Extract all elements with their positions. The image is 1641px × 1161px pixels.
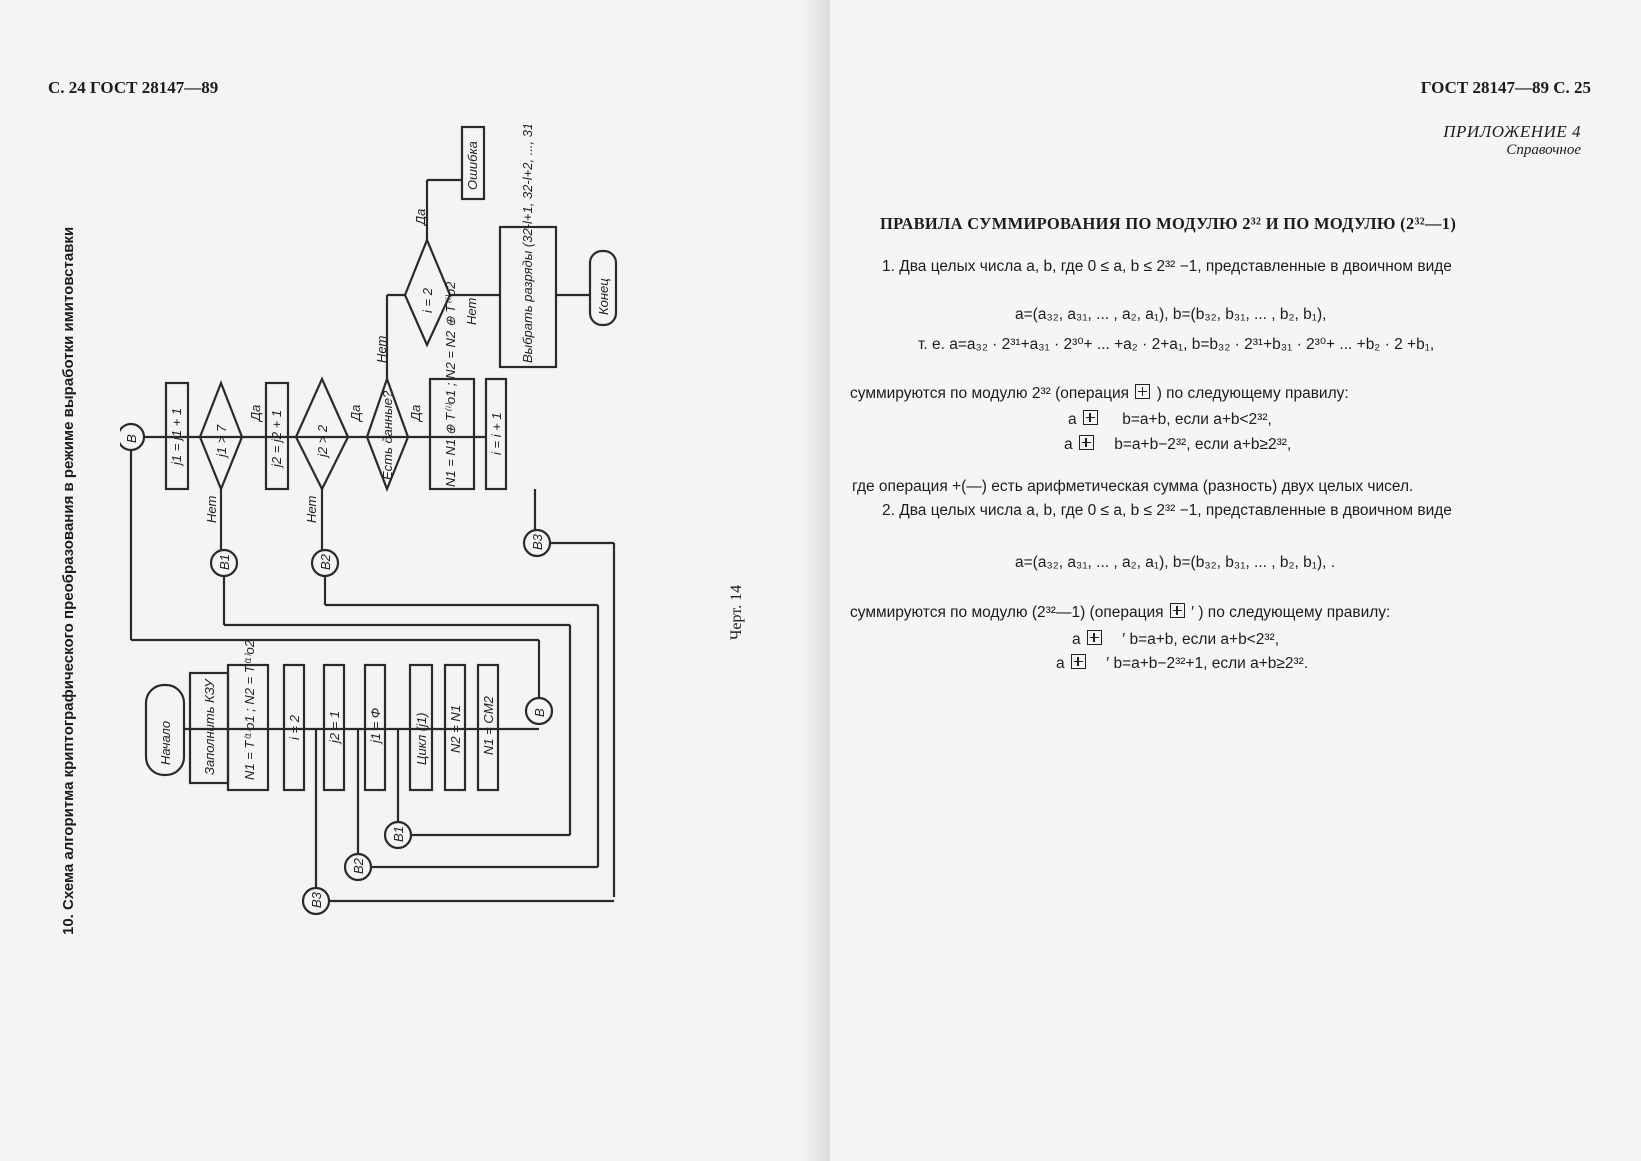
formula-1: a=(a₃₂, a₃₁, ... , a₂, a₁), b=(b₃₂, b₃₁,… <box>1015 306 1327 323</box>
cycle-label: Цикл (j1) <box>414 712 429 765</box>
modular-sum-icon <box>1070 654 1086 669</box>
j1inc-label: j1 = j1 + 1 <box>169 408 184 467</box>
start-label: Начало <box>158 721 173 765</box>
modular-sum-icon <box>1086 630 1102 645</box>
j2gt2-label: j2 > 2 <box>315 424 330 459</box>
left-page: С. 24 ГОСТ 28147—89 10. Схема алгоритма … <box>48 78 745 935</box>
yes-label-4: Да <box>413 209 428 227</box>
no-label-1: Нет <box>204 496 219 523</box>
paragraph-2: суммируются по модулю 2³² (операция ) по… <box>850 384 1349 403</box>
no-label-3: Нет <box>374 336 389 363</box>
j1-0-block <box>363 663 387 792</box>
fill-label: Заполнить КЗУ <box>202 678 217 775</box>
i2-block <box>282 663 306 792</box>
j2-1-block <box>322 663 346 792</box>
formula-3: a=(a₃₂, a₃₁, ... , a₂, a₁), b=(b₃₂, b₃₁,… <box>1015 554 1336 571</box>
data-label: Есть данные? <box>380 390 395 480</box>
paragraph-5-end: ′ ) по следующему правилу: <box>1191 604 1391 621</box>
right-page-header: ГОСТ 28147—89 С. 25 <box>1420 78 1591 97</box>
chart-number: Черт. 14 <box>728 584 745 640</box>
n1cm2-label: N1 = CM2 <box>481 695 496 755</box>
end-label: Конец <box>596 278 611 315</box>
rule-4-a: a <box>1056 655 1065 672</box>
modular-sum-icon <box>1082 410 1098 425</box>
rule-3: a ′ b=a+b, если a+b<2³², <box>1072 630 1279 649</box>
error-block <box>460 125 486 201</box>
appendix-subtitle: Справочное <box>1506 142 1581 158</box>
modular-sum-icon <box>1078 435 1094 450</box>
i-inc-block <box>484 377 508 491</box>
rule-3-a: a <box>1072 631 1081 648</box>
b2-top-label: В2 <box>318 553 333 570</box>
select-label: Выбрать разряды (32-l+1, 32-l+2, ..., 31… <box>520 125 535 363</box>
xor-label: N1 = N1 ⊕ T⁽ⁱ⁾о1 ; N2 = N2 ⊕ T⁽ⁱ⁾о2 <box>443 281 458 487</box>
select-block <box>498 225 558 369</box>
right-page: ГОСТ 28147—89 С. 25 ПРИЛОЖЕНИЕ 4 Справоч… <box>830 0 1641 1161</box>
formula-2: т. е. a=a₃₂ · 2³¹+a₃₁ · 2³⁰+ ... +a₂ · 2… <box>918 336 1435 353</box>
n2n1-label: N2 = N1 <box>448 705 463 753</box>
paragraph-2-end: ) по следующему правилу: <box>1156 385 1349 402</box>
no-label-4: Нет <box>464 298 479 325</box>
j1-0-label: j1 = Ф <box>368 708 383 745</box>
paragraph-5: суммируются по модулю (2³²—1) (операция … <box>850 603 1390 622</box>
paragraph-1: 1. Два целых числа a, b, где 0 ≤ a, b ≤ … <box>882 258 1452 275</box>
b3-bottom-label: В3 <box>309 891 324 908</box>
j1gt7-label: j1 > 7 <box>214 424 229 459</box>
appendix-title: ПРИЛОЖЕНИЕ 4 <box>1443 122 1581 141</box>
appendix-heading: ПРИЛОЖЕНИЕ 4 Справочное <box>1443 122 1581 159</box>
rule-2-rest: b=a+b−2³², если a+b≥2³², <box>1114 436 1292 453</box>
rule-2: a b=a+b−2³², если a+b≥2³², <box>1064 435 1291 454</box>
modular-sum-icon <box>1169 603 1185 618</box>
figure-caption: 10. Схема алгоритма криптографического п… <box>60 226 77 935</box>
b2-bottom-label: В2 <box>351 857 366 874</box>
paragraph-4: 2. Два целых числа a, b, где 0 ≤ a, b ≤ … <box>882 502 1452 519</box>
no-label-2: Нет <box>304 496 319 523</box>
rule-4: a ′ b=a+b−2³²+1, если a+b≥2³². <box>1056 654 1308 673</box>
cycle-block <box>408 663 434 792</box>
yes-label-2: Да <box>348 405 363 423</box>
flowchart: Начало Заполнить КЗУ N1 = T⁽¹⁾о1 ; N2 = … <box>120 125 618 916</box>
modular-sum-icon <box>1135 384 1151 399</box>
b1-bottom-label: В1 <box>391 826 406 842</box>
iinc-label: i = i + 1 <box>489 412 504 455</box>
left-page-header: С. 24 ГОСТ 28147—89 <box>48 78 219 97</box>
end-terminal <box>588 249 618 327</box>
rule-4-rest: ′ b=a+b−2³²+1, если a+b≥2³². <box>1106 655 1309 672</box>
section-title: ПРАВИЛА СУММИРОВАНИЯ ПО МОДУЛЮ 2³² И ПО … <box>880 214 1457 233</box>
init-n-label: N1 = T⁽¹⁾о1 ; N2 = T⁽¹⁾о2 <box>242 639 257 780</box>
rule-2-a: a <box>1064 436 1073 453</box>
paragraph-5-start: суммируются по модулю (2³²—1) (операция <box>850 604 1164 621</box>
i-eq2-label: i = 2 <box>420 287 435 313</box>
yes-label-3: Да <box>408 405 423 423</box>
xor-block <box>428 377 476 491</box>
b-top-label: В <box>124 434 139 443</box>
n2-n1-block <box>443 663 467 792</box>
error-label: Ошибка <box>465 141 480 190</box>
paragraph-3: где операция +(—) есть арифметическая су… <box>852 478 1414 495</box>
n1-cm2-block <box>476 663 500 792</box>
j2inc-label: j2 = j2 + 1 <box>269 410 284 469</box>
rule-1-a: a <box>1068 411 1077 428</box>
rule-1-rest: b=a+b, если a+b<2³², <box>1122 411 1272 428</box>
j2-1-label: j2 = 1 <box>327 711 342 745</box>
b1-top-label: В1 <box>217 554 232 570</box>
rule-1: a b=a+b, если a+b<2³², <box>1068 410 1272 429</box>
init-n-block <box>226 663 270 792</box>
b-bottom-label: В <box>532 708 547 717</box>
yes-label-1: Да <box>248 405 263 423</box>
rule-3-rest: ′ b=a+b, если a+b<2³², <box>1122 631 1280 648</box>
b3-top-label: В3 <box>530 533 545 550</box>
i2-label: i = 2 <box>287 714 302 740</box>
paragraph-2-start: суммируются по модулю 2³² (операция <box>850 385 1130 402</box>
